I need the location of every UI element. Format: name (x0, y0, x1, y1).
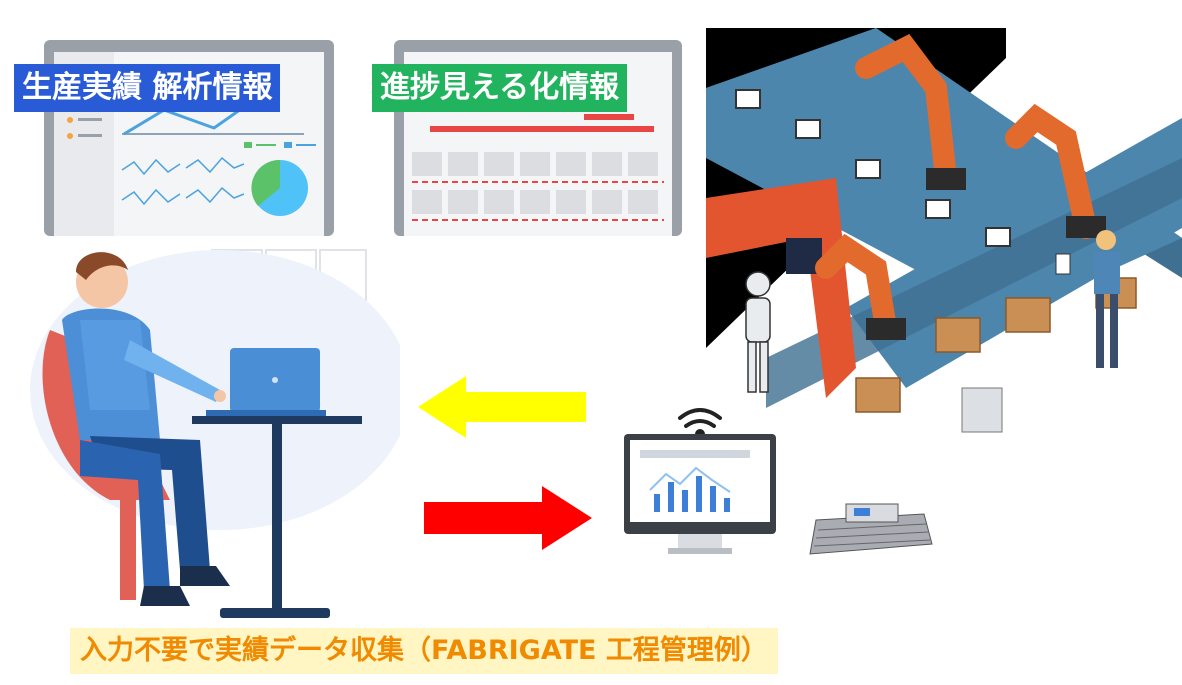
production-analysis-label: 生産実績 解析情報 (14, 64, 281, 112)
device-icon (809, 503, 933, 555)
worker-icon (30, 250, 400, 618)
caption-banner: 入力不要で実績データ収集（FABRIGATE 工程管理例） (70, 628, 778, 674)
arrow-left-icon (418, 376, 586, 438)
wifi-icon (678, 408, 722, 439)
pc-monitor-icon (624, 408, 776, 554)
factory-line-icon (706, 28, 1182, 452)
progress-visualization-label: 進捗見える化情報 (372, 64, 628, 112)
laptop-icon (206, 348, 326, 416)
robot-icon (745, 271, 771, 393)
arrow-right-icon (424, 486, 592, 550)
